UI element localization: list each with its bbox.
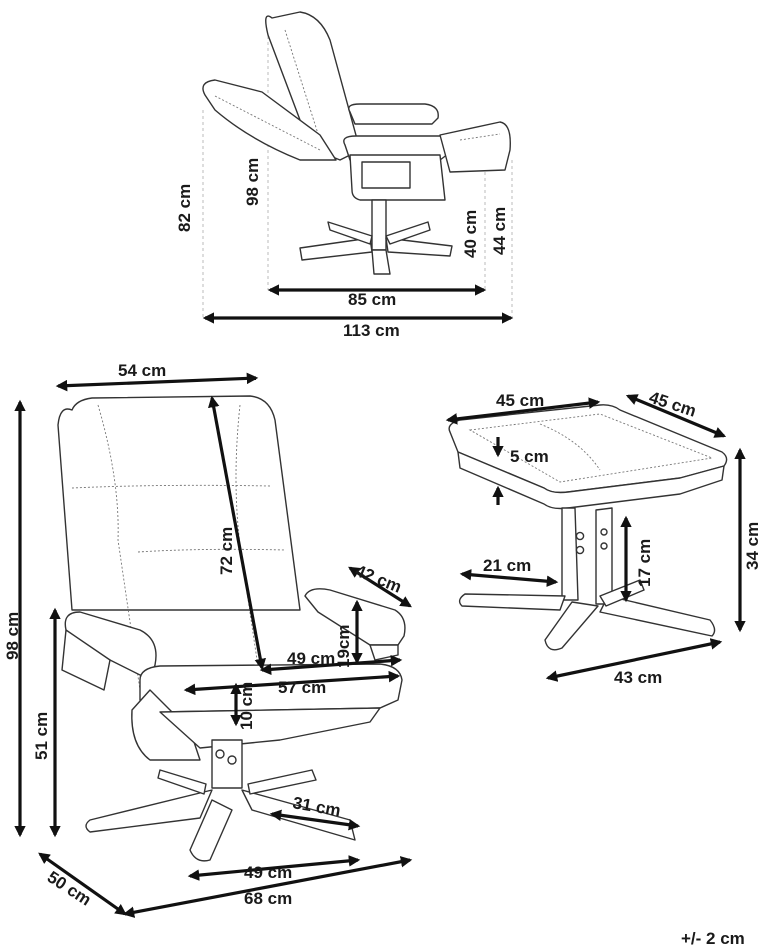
side-seat-height-inner-label: 40 cm xyxy=(461,210,480,258)
ottoman-cushion-label: 5 cm xyxy=(510,447,549,466)
side-seat-height-label: 44 cm xyxy=(490,207,509,255)
front-seat-depth-label: 57 cm xyxy=(278,678,326,697)
ottoman-width-label: 45 cm xyxy=(496,391,544,410)
side-base-length-label: 85 cm xyxy=(348,290,396,309)
front-view-dimensions: 54 cm 72 cm 42 cm 19cm 49 cm 57 cm 10 cm… xyxy=(3,361,413,918)
ottoman-column-label: 17 cm xyxy=(635,539,654,587)
ottoman-dimensions: 45 cm 45 cm 5 cm 21 cm 17 cm 34 cm 43 cm xyxy=(445,388,762,687)
side-view-chair xyxy=(202,11,513,318)
side-view-dimensions: 85 cm 113 cm 82 cm 98 cm 40 cm 44 cm xyxy=(175,158,514,340)
ottoman-base-span-label: 43 cm xyxy=(614,668,662,687)
side-total-length-label: 113 cm xyxy=(343,321,400,340)
ottoman-total-height-label: 34 cm xyxy=(743,522,762,570)
ottoman xyxy=(448,404,728,651)
front-width-label: 54 cm xyxy=(118,361,166,380)
front-back-length-label: 72 cm xyxy=(217,527,236,575)
ottoman-leg-reach-label: 21 cm xyxy=(483,556,531,575)
front-seat-width-label: 49 cm xyxy=(287,649,335,668)
side-back-height-label: 82 cm xyxy=(175,184,194,232)
front-arm-height-label: 51 cm xyxy=(32,712,51,760)
front-armrest-length-label: 42 cm xyxy=(353,561,405,597)
front-total-height-label: 98 cm xyxy=(3,612,22,660)
front-seat-thickness-label: 10 cm xyxy=(237,682,256,730)
front-armrest-height-label: 19cm xyxy=(334,625,353,668)
tolerance-note: +/- 2 cm xyxy=(681,929,745,948)
side-back-reclined-label: 98 cm xyxy=(243,158,262,206)
front-base-width-label: 49 cm xyxy=(244,863,292,882)
front-base-total-label: 68 cm xyxy=(244,889,292,908)
